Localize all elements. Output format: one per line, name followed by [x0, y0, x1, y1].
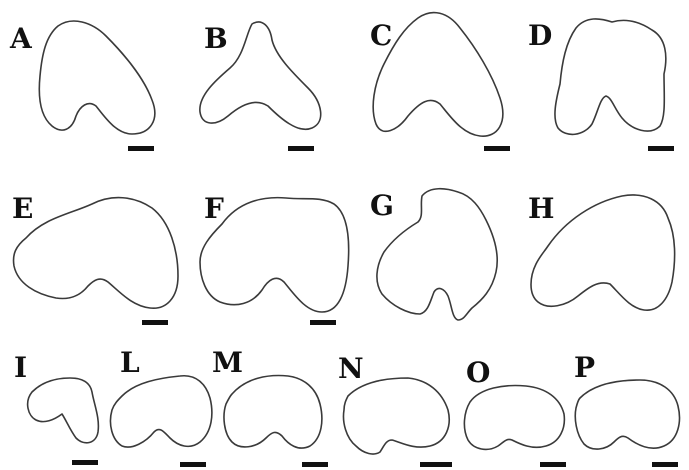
panel-h: H: [528, 192, 675, 310]
scale-bar-e: [142, 320, 168, 325]
panel-label-o: O: [466, 356, 490, 389]
panel-label-n: N: [338, 352, 364, 385]
panel-label-e: E: [12, 192, 33, 225]
outline-g: [377, 189, 497, 320]
panel-c: C: [370, 13, 510, 151]
scale-bar-a: [128, 146, 154, 151]
panel-label-a: A: [9, 22, 33, 55]
panel-label-c: C: [370, 19, 392, 52]
panel-label-b: B: [204, 22, 228, 55]
panel-n: N: [338, 352, 452, 467]
panel-d: D: [528, 19, 674, 151]
panel-i: I: [14, 351, 98, 465]
panel-label-l: L: [120, 346, 140, 379]
outline-o: [464, 386, 564, 450]
scale-bar-p: [652, 462, 678, 467]
outline-c: [373, 13, 503, 137]
panel-m: M: [212, 346, 328, 467]
panel-a: A: [9, 21, 155, 151]
panel-label-g: G: [370, 189, 394, 222]
panel-o: O: [464, 356, 566, 467]
scale-bar-o: [540, 462, 566, 467]
outline-a: [39, 21, 154, 134]
panel-e: E: [12, 192, 178, 325]
scale-bar-i: [72, 460, 98, 465]
panel-label-i: I: [14, 351, 27, 384]
outline-m: [224, 376, 322, 449]
panel-l: L: [110, 346, 211, 467]
scale-bar-f: [310, 320, 336, 325]
panel-label-d: D: [528, 19, 552, 52]
scale-bar-d: [648, 146, 674, 151]
scale-bar-n: [420, 462, 452, 467]
scale-bar-m: [302, 462, 328, 467]
panel-b: B: [200, 22, 321, 151]
panel-p: P: [574, 351, 679, 467]
outline-d: [555, 19, 666, 134]
outline-e: [14, 198, 179, 309]
outline-i: [28, 378, 99, 443]
panel-g: G: [370, 189, 497, 320]
panel-f: F: [200, 192, 349, 325]
outline-n: [344, 378, 450, 454]
scale-bar-b: [288, 146, 314, 151]
scale-bar-l: [180, 462, 206, 467]
panel-label-p: P: [574, 351, 595, 384]
panel-label-f: F: [204, 192, 224, 225]
panel-label-h: H: [528, 192, 554, 225]
outline-l: [110, 376, 211, 447]
panel-label-m: M: [212, 346, 243, 379]
outline-p: [575, 380, 679, 449]
scale-bar-c: [484, 146, 510, 151]
